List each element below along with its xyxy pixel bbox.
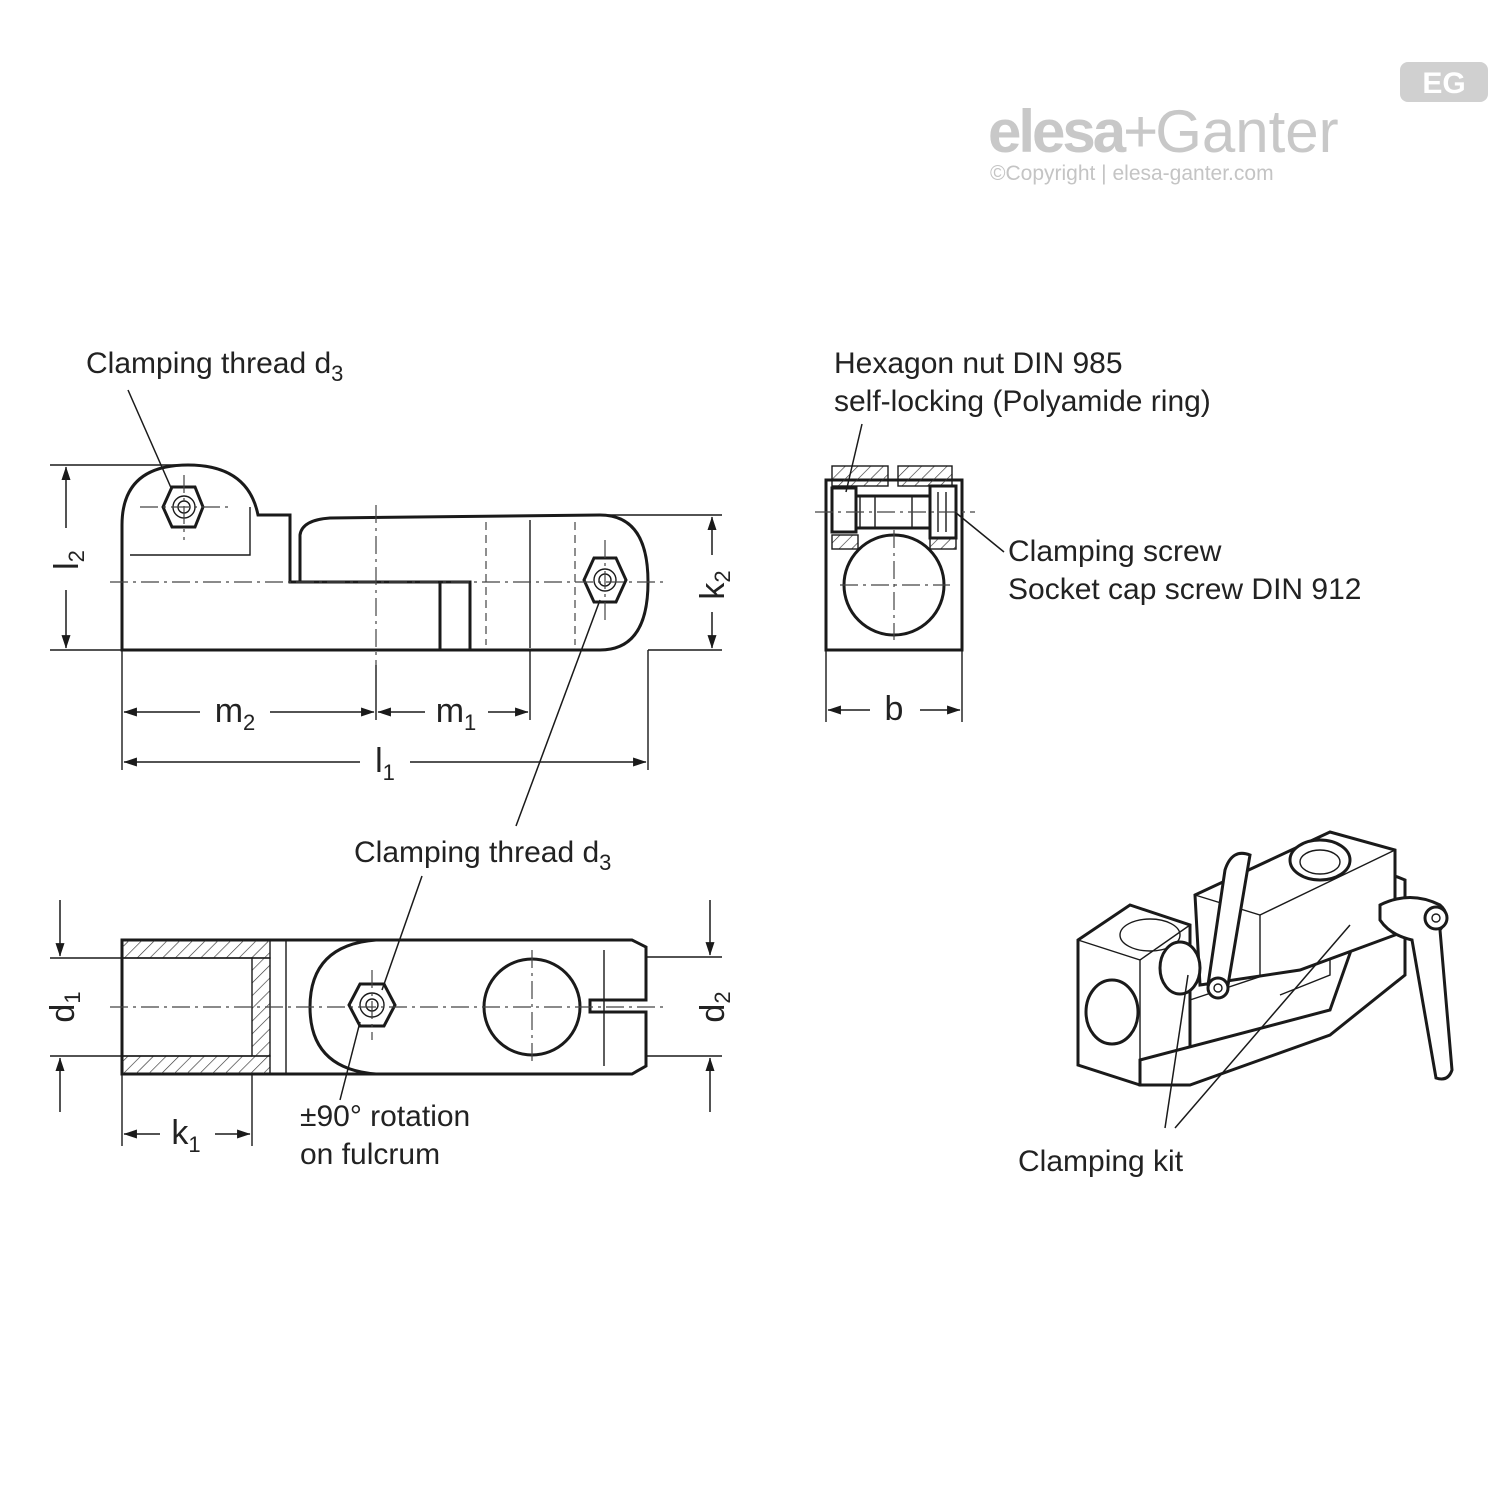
dim-d1: d1 — [44, 991, 85, 1022]
label-rotation: ±90° rotation — [300, 1100, 470, 1133]
label-clamping-thread-top: Clamping thread d3 — [86, 347, 343, 386]
tube-section-bottom — [121, 1055, 271, 1075]
dim-m2: m2 — [215, 692, 256, 735]
top-view: d1 d2 k1 Clamping thread d3 ±90° rotatio… — [44, 599, 735, 1171]
tube-section-top — [121, 939, 271, 959]
eg-badge — [1400, 62, 1488, 102]
dim-m1: m1 — [436, 692, 477, 735]
label-socket-cap-screw: Socket cap screw DIN 912 — [1008, 573, 1361, 606]
side-view: l2 k2 m2 m1 l1 Clamping thread d3 — [48, 347, 735, 785]
label-fulcrum: on fulcrum — [300, 1138, 440, 1171]
label-hexagon-nut: Hexagon nut DIN 985 — [834, 347, 1123, 380]
brand-logo: EG elesa+Ganter ©Copyright | elesa-gante… — [988, 62, 1488, 185]
hexagon-nut — [830, 486, 858, 534]
label-clamping-thread-mid: Clamping thread d3 — [354, 836, 611, 875]
svg-text:elesa+Ganter: elesa+Ganter — [988, 98, 1339, 165]
brand-left: elesa — [988, 98, 1127, 165]
isometric-view: Clamping kit — [1018, 830, 1454, 1178]
label-self-locking: self-locking (Polyamide ring) — [834, 385, 1211, 418]
eg-badge-text: EG — [1422, 67, 1465, 100]
dim-k1: k1 — [171, 1114, 200, 1157]
label-clamping-screw: Clamping screw — [1008, 535, 1222, 568]
brand-plus: + — [1123, 98, 1156, 165]
dim-b: b — [885, 690, 904, 728]
dim-l1: l1 — [375, 742, 395, 785]
copyright-text: ©Copyright | elesa-ganter.com — [990, 162, 1274, 185]
dim-d2: d2 — [694, 991, 735, 1022]
dim-l2: l2 — [48, 550, 89, 570]
brand-right: Ganter — [1155, 98, 1338, 165]
dim-k2: k2 — [694, 570, 735, 599]
label-clamping-kit: Clamping kit — [1018, 1145, 1184, 1178]
end-view: b Hexagon nut DIN 985 self-locking (Poly… — [815, 347, 1361, 728]
right-clamp-tongue — [438, 580, 472, 652]
